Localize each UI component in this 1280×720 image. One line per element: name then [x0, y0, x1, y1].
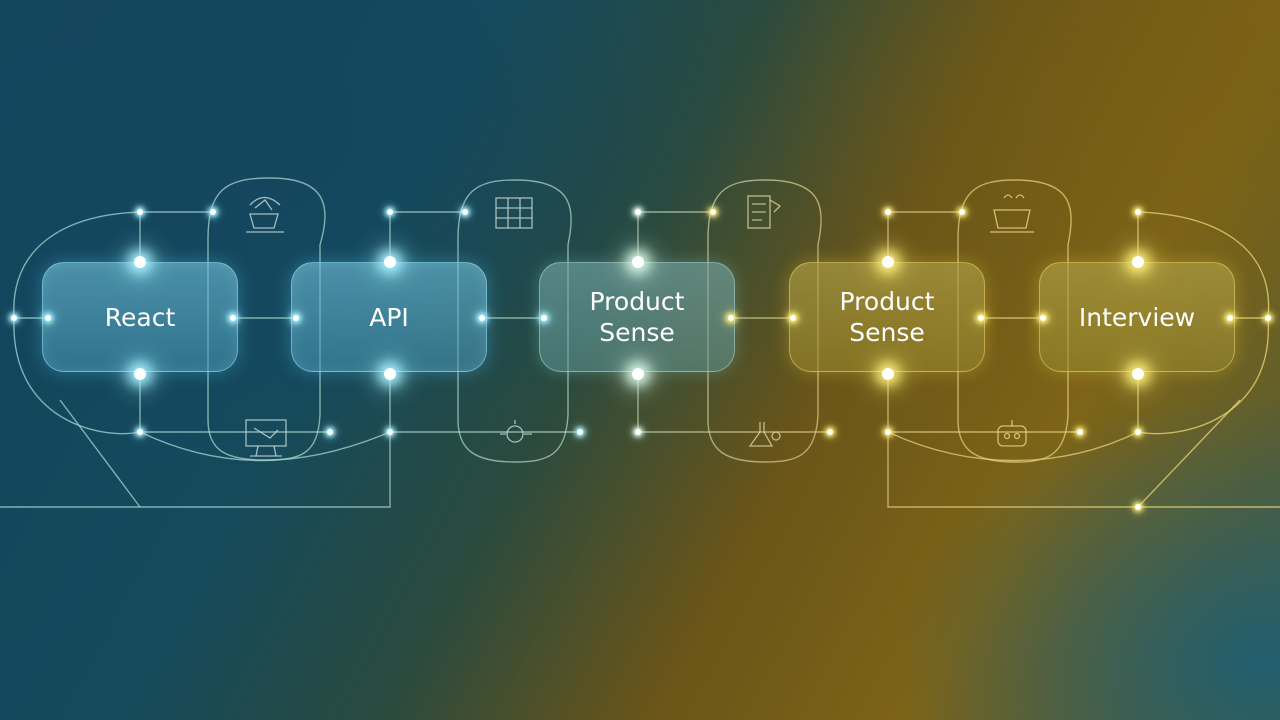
- outer-loop-right: [1137, 211, 1270, 319]
- card-side-node: [728, 315, 734, 321]
- card-side-node: [541, 315, 547, 321]
- step-card-react: React: [42, 262, 238, 372]
- card-side-node: [230, 315, 236, 321]
- rail-top-node: [1135, 209, 1141, 215]
- bottom-rail-node: [1135, 504, 1141, 510]
- card-bottom-node: [134, 368, 146, 380]
- rail-top-node: [462, 209, 468, 215]
- diagonal-right: [1137, 399, 1241, 508]
- step-card-product-sense-1: Product Sense: [539, 262, 735, 372]
- outer-loop-left-low: [13, 317, 141, 435]
- rail-top-node: [387, 209, 393, 215]
- step-label: Product Sense: [839, 287, 935, 347]
- bottom-rail-right: [887, 432, 1280, 508]
- card-side-node: [790, 315, 796, 321]
- rail-top-node: [885, 209, 891, 215]
- card-top-node: [632, 256, 644, 268]
- card-top-node: [882, 256, 894, 268]
- card-side-node: [479, 315, 485, 321]
- rail-bottom-node: [387, 429, 393, 435]
- rail-top-node: [959, 209, 965, 215]
- rail-bottom-node: [827, 429, 833, 435]
- card-top-node: [134, 256, 146, 268]
- rail-bottom-node: [885, 429, 891, 435]
- card-bottom-node: [1132, 368, 1144, 380]
- outer-node-left: [11, 315, 17, 321]
- rail-bottom-node: [1135, 429, 1141, 435]
- card-top-node: [384, 256, 396, 268]
- step-label: React: [104, 302, 176, 332]
- rail-bottom-node: [635, 429, 641, 435]
- rail-top-node: [710, 209, 716, 215]
- rail-bottom-node: [327, 429, 333, 435]
- step-label: API: [369, 302, 409, 332]
- step-card-api: API: [291, 262, 487, 372]
- robot-icon: [997, 420, 1027, 447]
- rail-top-node: [137, 209, 143, 215]
- step-label: Interview: [1078, 302, 1196, 332]
- card-side-node: [293, 315, 299, 321]
- monitor-icon: [245, 419, 287, 457]
- rail-bottom-node: [137, 429, 143, 435]
- flask-icon: [748, 422, 781, 447]
- card-bottom-node: [632, 368, 644, 380]
- card-side-node: [978, 315, 984, 321]
- document-icon: [747, 195, 782, 229]
- card-bottom-node: [384, 368, 396, 380]
- gear-icon: [500, 420, 532, 443]
- card-top-node: [1132, 256, 1144, 268]
- rail-top-node: [635, 209, 641, 215]
- cup-icon: [990, 194, 1034, 233]
- outer-loop-left: [13, 211, 141, 319]
- card-side-node: [45, 315, 51, 321]
- bottom-rail-left: [0, 432, 391, 508]
- card-side-node: [1227, 315, 1233, 321]
- step-card-interview: Interview: [1039, 262, 1235, 372]
- outer-node-right: [1265, 315, 1271, 321]
- diagonal-left: [59, 399, 141, 508]
- step-label: Product Sense: [589, 287, 685, 347]
- card-bottom-node: [882, 368, 894, 380]
- card-side-node: [1040, 315, 1046, 321]
- outer-loop-right-low: [1137, 317, 1269, 435]
- spreadsheet-icon: [495, 197, 533, 229]
- rail-top-node: [210, 209, 216, 215]
- gauge-icon: [246, 196, 284, 233]
- rail-bottom-node: [1077, 429, 1083, 435]
- step-card-product-sense-2: Product Sense: [789, 262, 985, 372]
- rail-bottom-node: [577, 429, 583, 435]
